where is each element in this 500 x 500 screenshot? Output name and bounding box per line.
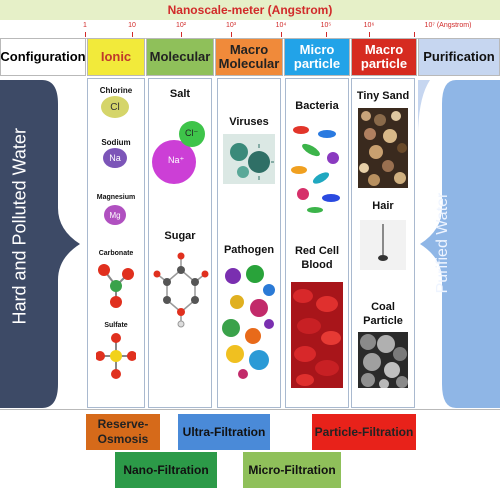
chlorine-label: Chlorine	[99, 86, 133, 95]
scale-tick: 10	[128, 22, 136, 29]
purified-water-label: Purified Water	[434, 192, 451, 294]
macro-molecular-column	[217, 78, 281, 408]
scale-tick: 10⁷ (Angstrom)	[424, 22, 472, 29]
viruses-label: Viruses	[229, 116, 269, 128]
pathogen-label: Pathogen	[223, 244, 275, 256]
reverse-osmosis-box: Reserve-Osmosis	[86, 414, 160, 450]
salt-label: Salt	[169, 88, 191, 100]
scale-tick: 10³	[225, 22, 237, 29]
red-cell-blood-image	[291, 282, 343, 388]
salt-sodium-atom-label: Na⁺	[168, 155, 185, 165]
carbonate-label: Carbonate	[98, 250, 134, 257]
nano-filtration-box: Nano-Filtration	[115, 452, 217, 488]
sugar-label: Sugar	[164, 230, 196, 242]
purified-water-shape	[418, 80, 500, 408]
sulfate-molecule	[96, 333, 136, 379]
sodium-ion: Na	[103, 148, 127, 168]
red-cell-blood-label: Red Cell Blood	[294, 245, 339, 271]
tiny-sand-image	[358, 108, 408, 188]
coal-particle-image	[358, 332, 408, 388]
hair-label: Hair	[372, 200, 394, 212]
header-molecular: Molecular	[146, 38, 214, 76]
header-macro-molecular: Macro Molecular	[215, 38, 283, 76]
coal-particle-label: Coal Particle	[363, 301, 403, 327]
polluted-water-shape	[0, 80, 80, 408]
carbonate-molecule	[98, 264, 134, 308]
salt-molecule	[152, 121, 205, 184]
scale-tick: 10²	[175, 22, 187, 29]
chlorine-ion: Cl	[101, 96, 129, 118]
magnesium-label: Magnesium	[96, 194, 136, 201]
header-purification: Purification	[418, 38, 500, 76]
sulfate-label: Sulfate	[104, 322, 128, 329]
viruses-image	[223, 134, 275, 184]
scale-tick: 10⁵	[320, 22, 332, 29]
header-ionic: Ionic	[87, 38, 145, 76]
micro-filtration-box: Micro-Filtration	[243, 452, 341, 488]
ultra-filtration-box: Ultra-Filtration	[178, 414, 270, 450]
polluted-water-label: Hard and Polluted Water	[9, 128, 30, 325]
sodium-label: Sodium	[101, 138, 131, 147]
magnesium-ion: Mg	[104, 205, 126, 225]
scale-tick: 10⁴	[275, 22, 287, 29]
header-configuration: Configuration	[0, 38, 86, 76]
sugar-molecule	[153, 252, 209, 328]
particle-filtration-box: Particle-Filtration	[312, 414, 416, 450]
hair-image	[360, 220, 406, 270]
scale-tick: 1	[83, 22, 87, 29]
scale-axis: 1 10 10² 10³ 10⁴ 10⁵ 10⁶ 10⁷ (Angstrom)	[0, 20, 500, 39]
bacteria-image	[291, 126, 340, 213]
bacteria-label: Bacteria	[295, 100, 339, 112]
salt-chlorine-atom-label: Cl⁻	[185, 128, 199, 138]
tiny-sand-label: Tiny Sand	[356, 90, 410, 102]
header-macro-particle: Macro particle	[351, 38, 417, 76]
scale-tick: 10⁶	[363, 22, 375, 29]
pathogen-image	[222, 265, 275, 379]
header-micro-particle: Micro particle	[284, 38, 350, 76]
scale-title: Nanoscale-meter (Angstrom)	[0, 0, 500, 20]
